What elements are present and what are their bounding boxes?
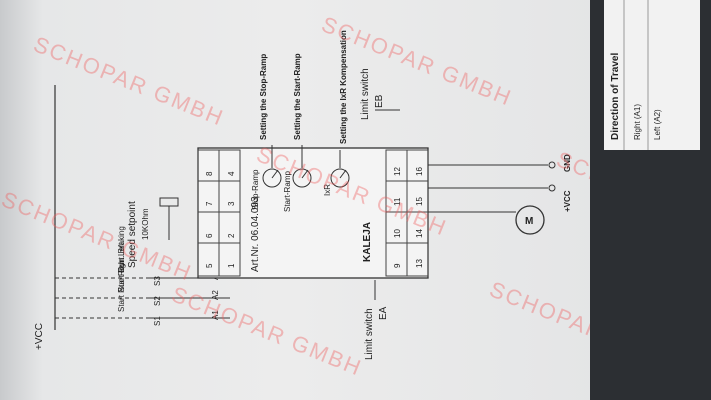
switch-s1-label: Start Run Right xyxy=(117,257,126,312)
setpoint-resistor xyxy=(159,197,179,207)
terminal-15: 15 xyxy=(415,197,424,206)
terminal-7: 7 xyxy=(205,201,214,206)
switch-s1-row: Start Run Right S1 xyxy=(55,257,230,326)
svg-text:Stop-Ramp: Stop-Ramp xyxy=(251,169,260,210)
terminal-3: 3 xyxy=(227,201,236,206)
terminal-1: 1 xyxy=(227,263,236,268)
pot-ixr: IxR xyxy=(323,168,350,196)
art-number: Art.Nr. 06.04.093 xyxy=(250,196,261,272)
terminal-12: 12 xyxy=(393,167,402,176)
setting-stop-ramp: Setting the Stop-Ramp xyxy=(259,54,268,140)
terminal-block-bottom xyxy=(385,149,429,277)
switch-s2-row: Start Run Left S2 xyxy=(55,242,230,306)
motor-label: M xyxy=(525,216,533,227)
direction-right: Right (A1) xyxy=(633,104,642,140)
terminal-8: 8 xyxy=(205,171,214,176)
direction-title: Direction of Travel xyxy=(610,53,621,140)
switch-s1-id: S1 xyxy=(153,316,162,326)
pot-stop-ramp: Stop-Ramp xyxy=(251,168,282,210)
switch-s3-label: Dyn. Braking xyxy=(117,226,126,272)
limit-ea-text: Limit switch xyxy=(364,308,375,360)
terminal-16: 16 xyxy=(415,167,424,176)
svg-text:Start-Ramp: Start-Ramp xyxy=(283,171,292,212)
gnd-terminal xyxy=(548,161,556,169)
vcc-bottom-label: +VCC xyxy=(563,190,572,212)
direction-panel: Direction of Travel Right (A1) Left (A2) xyxy=(590,0,711,400)
terminal-14: 14 xyxy=(415,229,424,238)
limit-eb-text: Limit switch xyxy=(360,68,371,120)
switch-s2-id: S2 xyxy=(153,296,162,306)
setting-ixr: Setting the IxR Kompensation xyxy=(339,30,348,144)
switch-s3-id: S3 xyxy=(153,276,162,286)
limit-ea-id: EA xyxy=(378,306,389,320)
watermark: SCHOPAR GMBH xyxy=(0,186,196,285)
controller-module xyxy=(197,147,429,279)
terminal-4: 4 xyxy=(227,171,236,176)
motor-symbol xyxy=(515,205,545,235)
terminal-block-top xyxy=(197,149,241,277)
terminal-10: 10 xyxy=(393,229,402,238)
input-a1-label: A1 xyxy=(211,310,220,320)
vcc-terminal xyxy=(548,184,556,192)
setpoint-value: 10KOhm xyxy=(141,208,150,240)
watermark: SCHOPAR GMBH xyxy=(30,31,228,130)
terminal-13: 13 xyxy=(415,259,424,268)
watermark: SCHOPAR GMBH xyxy=(168,281,366,380)
gnd-label: GND xyxy=(563,154,572,172)
setting-start-ramp: Setting the Start-Ramp xyxy=(293,53,302,140)
terminal-11: 11 xyxy=(393,197,402,206)
brand-label: KALEJA xyxy=(362,222,373,262)
switch-s2-label: Start Run Left xyxy=(117,242,126,292)
terminal-6: 6 xyxy=(205,233,214,238)
terminal-5: 5 xyxy=(205,263,214,268)
pot-start-ramp: Start-Ramp xyxy=(283,168,312,212)
terminal-2: 2 xyxy=(227,233,236,238)
direction-left: Left (A2) xyxy=(653,109,662,140)
setpoint-title: Speed setpoint xyxy=(127,201,138,268)
terminal-9: 9 xyxy=(393,263,402,268)
svg-text:IxR: IxR xyxy=(323,184,332,196)
limit-eb-id: EB xyxy=(374,94,385,108)
input-a2-label: A2 xyxy=(211,290,220,300)
vcc-left-label: +VCC xyxy=(34,323,45,350)
direction-table: Direction of Travel Right (A1) Left (A2) xyxy=(604,0,700,150)
